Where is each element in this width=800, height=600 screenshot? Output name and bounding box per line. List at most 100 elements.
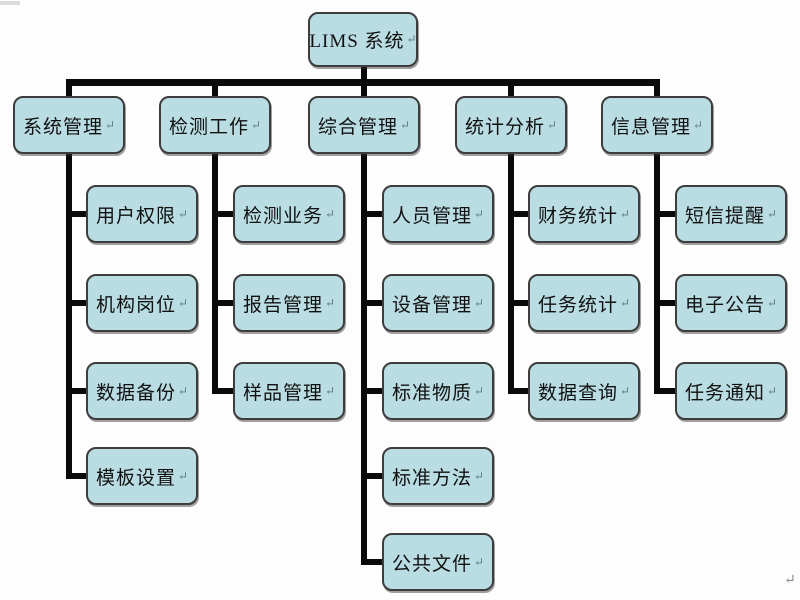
return-mark-icon: ↵ — [177, 468, 189, 483]
connector-drop-branch-5 — [654, 86, 660, 96]
node-label: 报告管理 — [242, 294, 323, 316]
connector-trunk-branch-2 — [212, 154, 218, 394]
connector-trunk-branch-3 — [361, 154, 367, 565]
node-label: 数据备份 — [95, 382, 176, 404]
node-equipment-management: 设备管理↵ — [382, 274, 494, 332]
connector-trunk-branch-1 — [66, 154, 72, 479]
connector-drop-branch-1 — [66, 86, 72, 96]
node-testing-business: 检测业务↵ — [233, 185, 345, 243]
node-sample-management: 样品管理↵ — [233, 362, 345, 420]
node-task-statistics: 任务统计↵ — [528, 274, 640, 332]
node-electronic-bulletin: 电子公告↵ — [675, 274, 787, 332]
node-data-backup: 数据备份↵ — [86, 362, 198, 420]
scan-artifact — [0, 1, 20, 5]
return-mark-icon: ↵ — [473, 468, 485, 483]
node-organization-positions: 机构岗位↵ — [86, 274, 198, 332]
connector-drop-branch-3 — [361, 86, 367, 96]
node-task-notification: 任务通知↵ — [675, 362, 787, 420]
connector-stub — [66, 388, 86, 394]
node-label: 统计分析 — [464, 116, 545, 138]
node-label: 设备管理 — [391, 294, 472, 316]
node-label: 人员管理 — [391, 205, 472, 227]
connector-stub — [361, 473, 382, 479]
node-sms-reminder: 短信提醒↵ — [675, 185, 787, 243]
node-label: 信息管理 — [610, 116, 691, 138]
return-mark-icon: ↵ — [766, 206, 778, 221]
return-mark-icon: ↵ — [473, 554, 485, 569]
return-mark-icon: ↵ — [104, 117, 116, 132]
node-lims-root: LIMS 系统↵ — [308, 12, 418, 67]
connector-stub — [654, 211, 675, 217]
return-mark-icon: ↵ — [324, 295, 336, 310]
connector-stub — [361, 559, 382, 565]
return-mark-icon: ↵ — [177, 295, 189, 310]
node-label: 模板设置 — [95, 467, 176, 489]
connector-stub — [508, 388, 528, 394]
node-label: 样品管理 — [242, 382, 323, 404]
return-mark-icon: ↵ — [177, 206, 189, 221]
connector-stub — [654, 300, 675, 306]
node-user-permissions: 用户权限↵ — [86, 185, 198, 243]
node-label: 机构岗位 — [95, 294, 176, 316]
node-label: 财务统计 — [537, 205, 618, 227]
return-mark-icon: ↵ — [406, 32, 417, 46]
connector-stub — [212, 388, 233, 394]
connector-stub — [361, 211, 382, 217]
connector-stub — [654, 388, 675, 394]
return-mark-icon: ↵ — [324, 383, 336, 398]
node-label: 电子公告 — [684, 294, 765, 316]
connector-stub — [66, 300, 86, 306]
return-mark-icon: ↵ — [619, 295, 631, 310]
connector-top-bar — [66, 79, 660, 86]
node-label: 任务通知 — [684, 382, 765, 404]
return-mark-icon: ↵ — [766, 383, 778, 398]
connector-stub — [212, 211, 233, 217]
node-label: 系统管理 — [22, 116, 103, 138]
node-label: 标准方法 — [391, 467, 472, 489]
trailing-return-mark: ↵ — [784, 573, 796, 588]
node-label: 综合管理 — [317, 116, 398, 138]
return-mark-icon: ↵ — [250, 117, 262, 132]
return-mark-icon: ↵ — [177, 383, 189, 398]
node-statistical-analysis: 统计分析↵ — [455, 96, 567, 154]
connector-stub — [212, 300, 233, 306]
return-mark-icon: ↵ — [399, 117, 411, 132]
return-mark-icon: ↵ — [619, 383, 631, 398]
node-label: 检测工作 — [168, 116, 249, 138]
node-public-files: 公共文件↵ — [382, 533, 494, 591]
node-financial-statistics: 财务统计↵ — [528, 185, 640, 243]
connector-stub — [508, 300, 528, 306]
return-mark-icon: ↵ — [473, 206, 485, 221]
node-reference-materials: 标准物质↵ — [382, 362, 494, 420]
node-label: 任务统计 — [537, 294, 618, 316]
return-mark-icon: ↵ — [473, 295, 485, 310]
node-label: 短信提醒 — [684, 205, 765, 227]
connector-trunk-branch-5 — [654, 154, 660, 394]
node-template-settings: 模板设置↵ — [86, 447, 198, 505]
node-label: 数据查询 — [537, 382, 618, 404]
connector-stub — [66, 473, 86, 479]
node-label: 公共文件 — [391, 553, 472, 575]
return-mark-icon: ↵ — [692, 117, 704, 132]
return-mark-icon: ↵ — [766, 295, 778, 310]
node-personnel-management: 人员管理↵ — [382, 185, 494, 243]
connector-stub — [66, 211, 86, 217]
connector-drop-branch-4 — [508, 86, 514, 96]
return-mark-icon: ↵ — [619, 206, 631, 221]
connector-stub — [361, 388, 382, 394]
return-mark-icon: ↵ — [324, 206, 336, 221]
node-label: 标准物质 — [391, 382, 472, 404]
return-mark-icon: ↵ — [546, 117, 558, 132]
node-label: LIMS 系统 — [309, 31, 405, 52]
connector-stub — [361, 300, 382, 306]
connector-trunk-branch-4 — [508, 154, 514, 394]
node-system-management: 系统管理↵ — [13, 96, 125, 154]
node-label: 用户权限 — [95, 205, 176, 227]
node-standard-methods: 标准方法↵ — [382, 447, 494, 505]
node-data-query: 数据查询↵ — [528, 362, 640, 420]
node-label: 检测业务 — [242, 205, 323, 227]
connector-drop-branch-2 — [212, 86, 218, 96]
return-mark-icon: ↵ — [473, 383, 485, 398]
node-report-management: 报告管理↵ — [233, 274, 345, 332]
